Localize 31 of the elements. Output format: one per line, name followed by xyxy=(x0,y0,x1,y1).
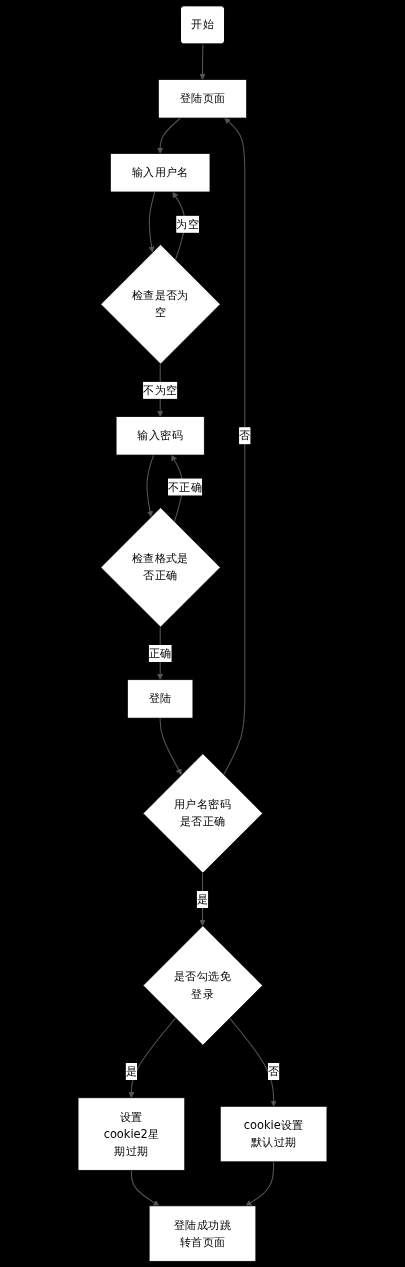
edge-label: 否 xyxy=(267,1064,280,1078)
edge-label: 是 xyxy=(196,892,209,906)
arrow xyxy=(128,1017,176,1099)
edge-label: 正确 xyxy=(148,646,172,660)
arrow xyxy=(130,1169,160,1207)
edge-label: 为空 xyxy=(176,217,200,231)
node-box: 登陆 xyxy=(127,679,194,719)
node-diamond: 用户名密码是否正确 xyxy=(142,753,263,874)
arrow xyxy=(157,117,182,154)
node-box: 输入密码 xyxy=(115,416,205,456)
edge-label: 否 xyxy=(239,428,251,443)
node-diamond: 检查是否为空 xyxy=(100,244,221,365)
arrow xyxy=(157,626,164,680)
edge-label: 不正确 xyxy=(168,479,203,494)
edge-label: 不为空 xyxy=(143,383,178,397)
node-box: 登陆页面 xyxy=(158,79,247,119)
node-box: 设置cookie2星期过期 xyxy=(77,1097,186,1171)
arrow xyxy=(146,454,155,518)
node-diamond: 检查格式是否正确 xyxy=(100,507,221,628)
arrow xyxy=(199,43,206,80)
arrow xyxy=(159,717,182,776)
edge-label: 是 xyxy=(125,1064,138,1078)
node-box: cookie设置默认过期 xyxy=(219,1105,328,1163)
arrow xyxy=(245,1161,275,1207)
node-box: 输入用户名 xyxy=(110,153,211,193)
node-box: 登陆成功跳转首页面 xyxy=(148,1205,257,1262)
arrow xyxy=(229,1017,277,1107)
arrow xyxy=(148,191,156,253)
node-diamond: 是否勾选免登录 xyxy=(142,925,263,1046)
arrow xyxy=(172,191,186,261)
arrow xyxy=(223,117,246,776)
